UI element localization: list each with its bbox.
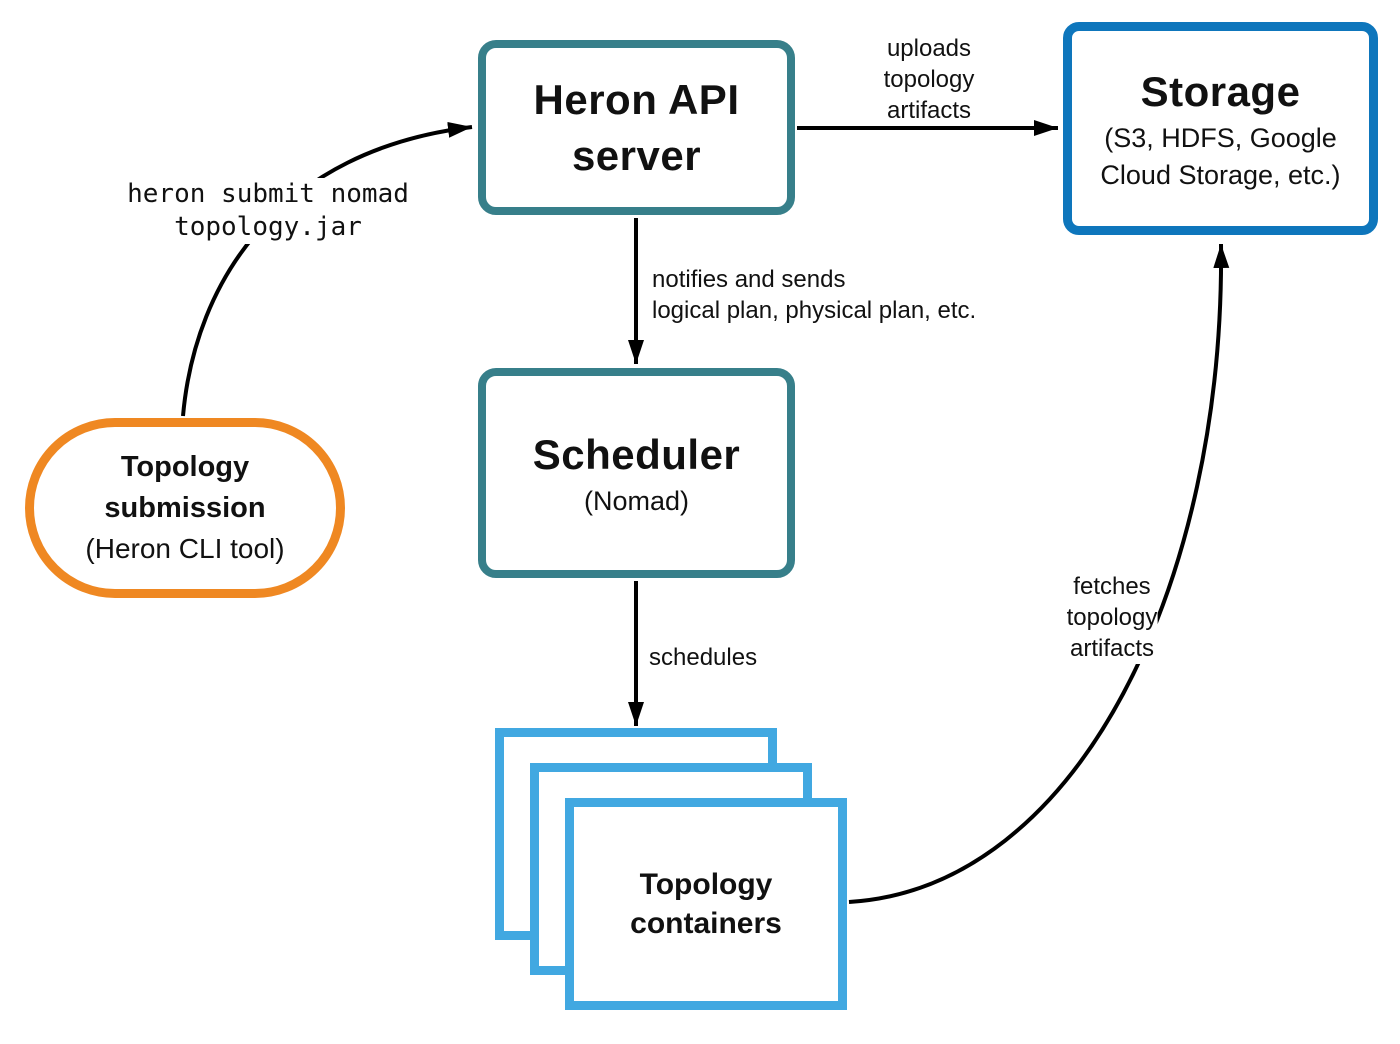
topology-containers-title: Topology containers [630,868,782,940]
heron-api-server-title: Heron API server [533,75,740,179]
edge-label-schedules: schedules [649,642,758,673]
node-topology-submission: Topology submission (Heron CLI tool) [25,418,345,598]
topology-submission-subtitle: (Heron CLI tool) [85,533,285,564]
node-storage: Storage (S3, HDFS, Google Cloud Storage,… [1063,22,1378,235]
edge-submit-arrow [181,121,473,417]
storage-subtitle: (S3, HDFS, Google Cloud Storage, etc.) [1100,122,1341,190]
edge-label-fetches: fetches topology artifacts [1066,571,1158,664]
edge-label-notifies: notifies and sends logical plan, physica… [652,264,977,326]
edge-fetches-arrow [848,243,1230,904]
scheduler-subtitle: (Nomad) [583,485,690,516]
scheduler-title: Scheduler [532,430,741,478]
node-scheduler: Scheduler (Nomad) [478,368,795,578]
node-heron-api-server: Heron API server [478,40,795,215]
topology-submission-title: Topology submission [104,451,266,524]
edge-label-uploads: uploads topology artifacts [883,33,975,126]
node-topology-containers: Topology containers [565,798,847,1010]
edge-label-submit-command: heron submit nomad topology.jar [127,178,409,244]
storage-title: Storage [1140,67,1301,115]
